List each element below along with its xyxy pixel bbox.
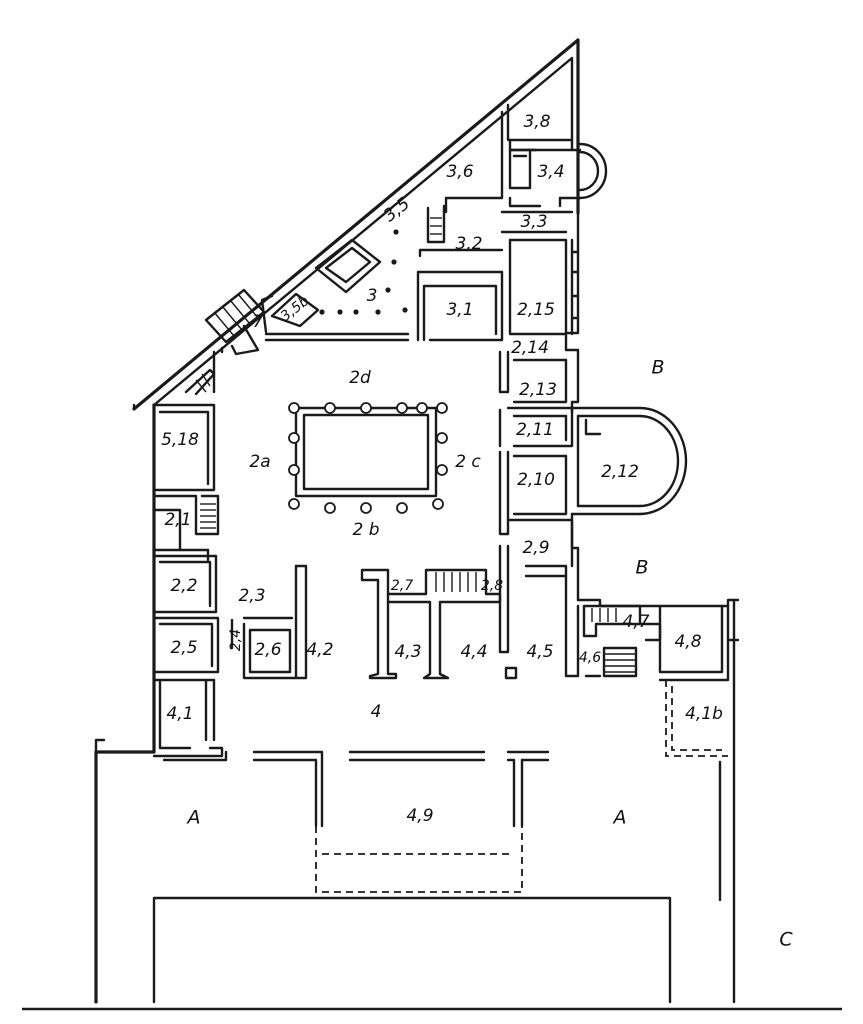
room-label-2-7: 2,7 <box>391 578 413 594</box>
room-label-4-9: 4,9 <box>406 806 433 826</box>
peristyle-3-columns <box>319 229 408 315</box>
area-label-b-mid: B <box>635 557 648 579</box>
room-label-4-3: 4,3 <box>394 642 421 662</box>
room-label-2-12: 2,12 <box>601 462 639 482</box>
room-label-2-11: 2,11 <box>516 420 554 440</box>
room-label-3-1: 3,1 <box>446 300 473 320</box>
room-label-2-9: 2,9 <box>522 538 549 558</box>
room-label-2-1: 2,1 <box>164 510 191 530</box>
room-label-4-5: 4,5 <box>526 642 553 662</box>
room-label-3: 3 <box>367 286 378 306</box>
facade-walls <box>162 680 728 893</box>
room-label-2-5: 2,5 <box>170 638 197 658</box>
room-label-2-2: 2,2 <box>170 576 197 596</box>
room-label-2-15: 2,15 <box>517 300 555 320</box>
room-label-3-4: 3,4 <box>537 162 564 182</box>
room-label-7: 7 <box>253 312 264 332</box>
room-label-4-7: 4,7 <box>622 612 649 632</box>
area-label-c: C <box>779 929 793 951</box>
block-3-walls <box>184 103 608 396</box>
room-label-2b: 2 b <box>352 520 379 540</box>
room-label-4-4: 4,4 <box>460 642 487 662</box>
room-label-2c: 2 c <box>455 452 481 472</box>
area-label-b-top: B <box>651 357 664 379</box>
south-rooms-walls <box>230 518 724 680</box>
outer-walls <box>94 38 740 1004</box>
room-label-3-6: 3,6 <box>446 162 473 182</box>
area-labels: B B A A C <box>186 357 794 951</box>
room-label-3-8: 3,8 <box>523 112 550 132</box>
room-label-3-3: 3,3 <box>520 212 547 232</box>
room-label-4: 4 <box>371 702 382 722</box>
room-label-4-2: 4,2 <box>306 640 333 660</box>
west-rooms-walls <box>152 403 224 758</box>
room-label-2-10: 2,10 <box>517 470 555 490</box>
room-label-5-18: 5,18 <box>161 430 199 450</box>
east-rooms-walls <box>498 350 688 536</box>
room-label-4-1b: 4,1b <box>685 704 723 724</box>
room-label-2-3: 2,3 <box>238 586 265 606</box>
peristyle-2 <box>288 402 448 514</box>
room-label-3-2: 3,2 <box>455 234 482 254</box>
room-label-2a: 2a <box>249 452 270 472</box>
room-label-2-4: 2,4 <box>228 629 244 651</box>
room-label-2d: 2d <box>349 368 371 388</box>
room-label-4-8: 4,8 <box>674 632 701 652</box>
room-label-2-13: 2,13 <box>519 380 557 400</box>
room-label-2-6: 2,6 <box>254 640 281 660</box>
room-label-2-14: 2,14 <box>511 338 549 358</box>
room-label-4-1: 4,1 <box>166 704 193 724</box>
area-label-a-left: A <box>186 807 201 829</box>
room-label-2-8: 2,8 <box>481 578 503 594</box>
room-labels: 3,8 3,4 3,6 3,5 3,3 3,2 3 3,5b 7 3,1 2,1… <box>161 112 723 826</box>
area-label-a-right: A <box>612 807 627 829</box>
room-label-4-6: 4,6 <box>579 650 601 666</box>
